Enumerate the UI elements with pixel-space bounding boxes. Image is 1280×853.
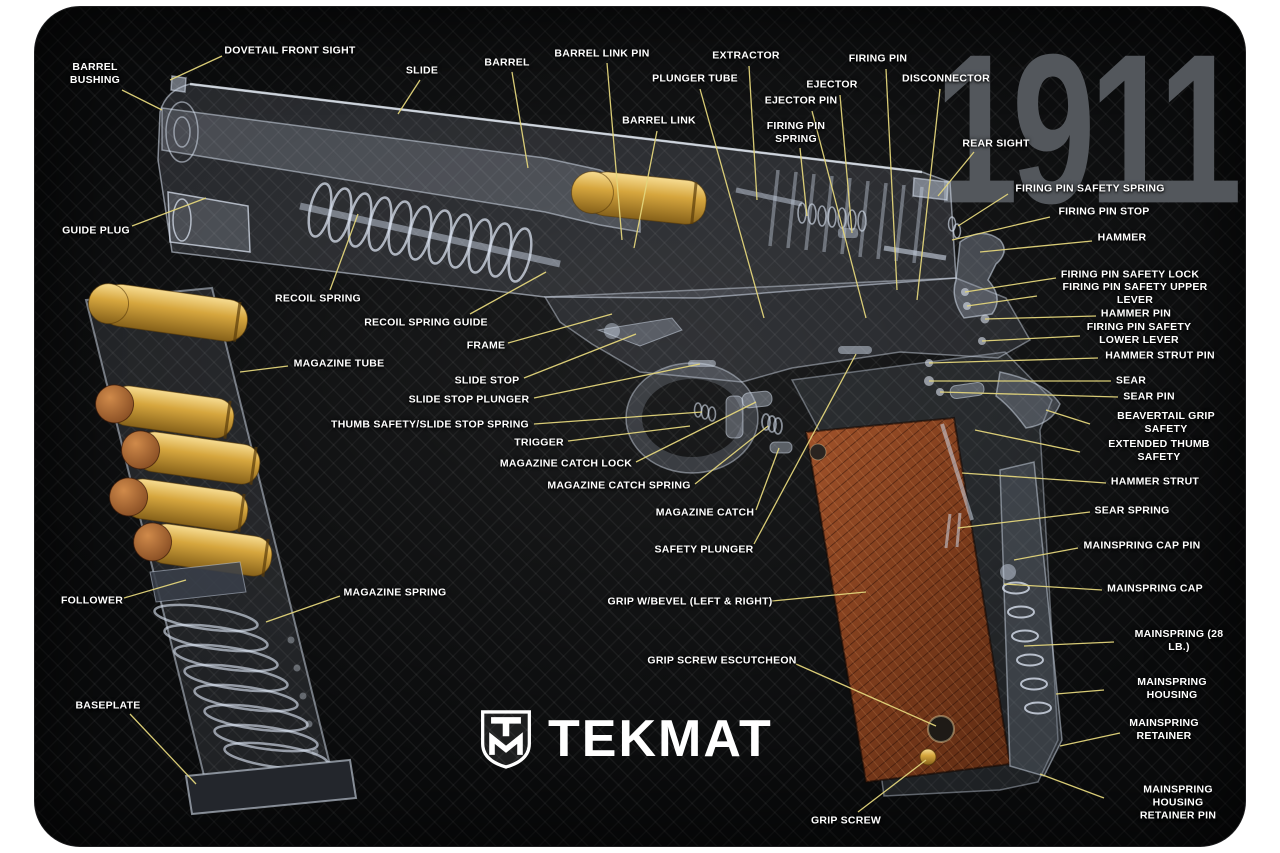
leader-safety-plunger xyxy=(753,353,857,545)
trigger-guard xyxy=(626,363,758,473)
beavertail-part xyxy=(995,371,1061,429)
follower-part xyxy=(149,561,247,603)
mainspring-coil xyxy=(1002,581,1052,715)
leader-baseplate xyxy=(129,713,197,785)
front-sight-part xyxy=(170,75,187,93)
magazine-cartridges xyxy=(95,384,273,577)
leader-magazine-catch xyxy=(755,447,780,511)
leader-rear-sight xyxy=(937,151,975,197)
leader-magazine-spring xyxy=(265,595,341,623)
mainspring-housing-part xyxy=(999,461,1063,777)
leader-recoil-spring xyxy=(329,213,359,291)
leader-grip-screw-escutcheon xyxy=(795,663,937,727)
leader-barrel-link xyxy=(633,130,658,249)
slide-stop-lever xyxy=(596,317,683,347)
leader-barrel xyxy=(511,71,529,169)
leader-firing-pin-safety-spring xyxy=(957,193,1009,227)
leader-magazine-catch-spring xyxy=(694,425,769,485)
leader-mainspring-retainer xyxy=(1059,732,1121,747)
safety-plunger-part xyxy=(838,346,872,354)
leader-follower xyxy=(123,579,187,599)
frame-dust-cover xyxy=(543,277,1032,383)
firing-pin-part xyxy=(883,245,947,261)
chambered-cartridge xyxy=(570,170,707,225)
barrel-group xyxy=(161,107,707,233)
leader-slide-stop-plunger xyxy=(533,363,701,399)
extractor-part xyxy=(735,187,803,207)
leader-barrel-link-pin xyxy=(606,62,623,241)
leader-hammer-strut xyxy=(961,472,1107,484)
magazine-catch-part xyxy=(741,390,773,409)
brand-lockup: TEKMAT xyxy=(478,708,773,770)
leader-ejector-pin xyxy=(811,110,867,319)
leader-firing-pin-safety-upper-lever xyxy=(966,295,1038,307)
leader-grip-screw xyxy=(857,759,927,813)
slide-group xyxy=(157,75,962,299)
leader-ejector xyxy=(839,94,853,234)
leader-grip-w-bevel xyxy=(771,591,867,602)
leader-extended-thumb-safety xyxy=(974,429,1081,453)
recoil-assembly-group xyxy=(167,182,561,283)
leader-frame xyxy=(507,313,613,344)
leader-recoil-spring-guide xyxy=(469,271,547,315)
leader-magazine-catch-lock xyxy=(635,401,757,463)
leader-sear-pin xyxy=(939,391,1119,398)
leader-firing-pin-safety-lock xyxy=(964,277,1057,293)
leader-barrel-bushing xyxy=(121,89,163,111)
magazine-catch-lock-part xyxy=(769,441,793,454)
magazine-catch-spring-part xyxy=(761,413,783,435)
leader-plunger-tube xyxy=(699,88,765,319)
leader-magazine-tube xyxy=(239,365,289,373)
leader-guide-plug xyxy=(131,197,207,227)
leader-extractor xyxy=(748,65,758,201)
leader-mainspring-housing-retainer-pin xyxy=(1039,773,1105,799)
barrel-part xyxy=(161,107,641,233)
top-cartridge xyxy=(88,283,248,342)
leader-mainspring-28lb xyxy=(1023,641,1115,647)
brand-name: TEKMAT xyxy=(548,710,773,768)
leader-firing-pin-stop xyxy=(951,216,1051,241)
leader-disconnector xyxy=(916,88,941,301)
baseplate-part xyxy=(184,758,358,816)
leader-slide-stop xyxy=(523,333,637,379)
hammer-part xyxy=(953,232,1005,319)
leader-slide xyxy=(397,79,421,115)
leader-mainspring-cap xyxy=(1003,583,1103,591)
leader-mainspring-housing xyxy=(1055,689,1105,695)
leader-thumb-safety-slide-stop-spring xyxy=(533,411,703,425)
leader-beavertail-grip-safety xyxy=(1045,409,1091,425)
firing-pin-assembly xyxy=(735,187,962,261)
firing-pin-safety-spring-part xyxy=(947,216,962,239)
leader-hammer-strut-pin xyxy=(928,357,1099,364)
leader-firing-pin-spring xyxy=(799,147,808,217)
muzzle-ring xyxy=(165,101,199,163)
mainspring-cap-part xyxy=(1000,564,1016,580)
hammer-strut-rod xyxy=(940,423,974,521)
leader-firing-pin xyxy=(885,68,898,291)
leader-hammer xyxy=(979,240,1093,253)
leader-hammer-pin xyxy=(984,315,1097,320)
leader-sear-spring xyxy=(957,511,1091,529)
leader-trigger xyxy=(567,425,691,442)
leader-firing-pin-safety-lower-lever xyxy=(981,335,1081,342)
grip-screw-top-part xyxy=(809,443,827,461)
leader-mainspring-cap-pin xyxy=(1013,547,1079,561)
leader-dovetail-front-sight xyxy=(169,55,223,81)
sear-spring-part xyxy=(944,512,962,549)
grip-screw-escutcheon-part xyxy=(927,715,955,743)
magazine-group xyxy=(84,283,358,816)
tekmat-logo-icon xyxy=(481,710,531,769)
watermark-1911: 1911 xyxy=(934,9,1242,248)
